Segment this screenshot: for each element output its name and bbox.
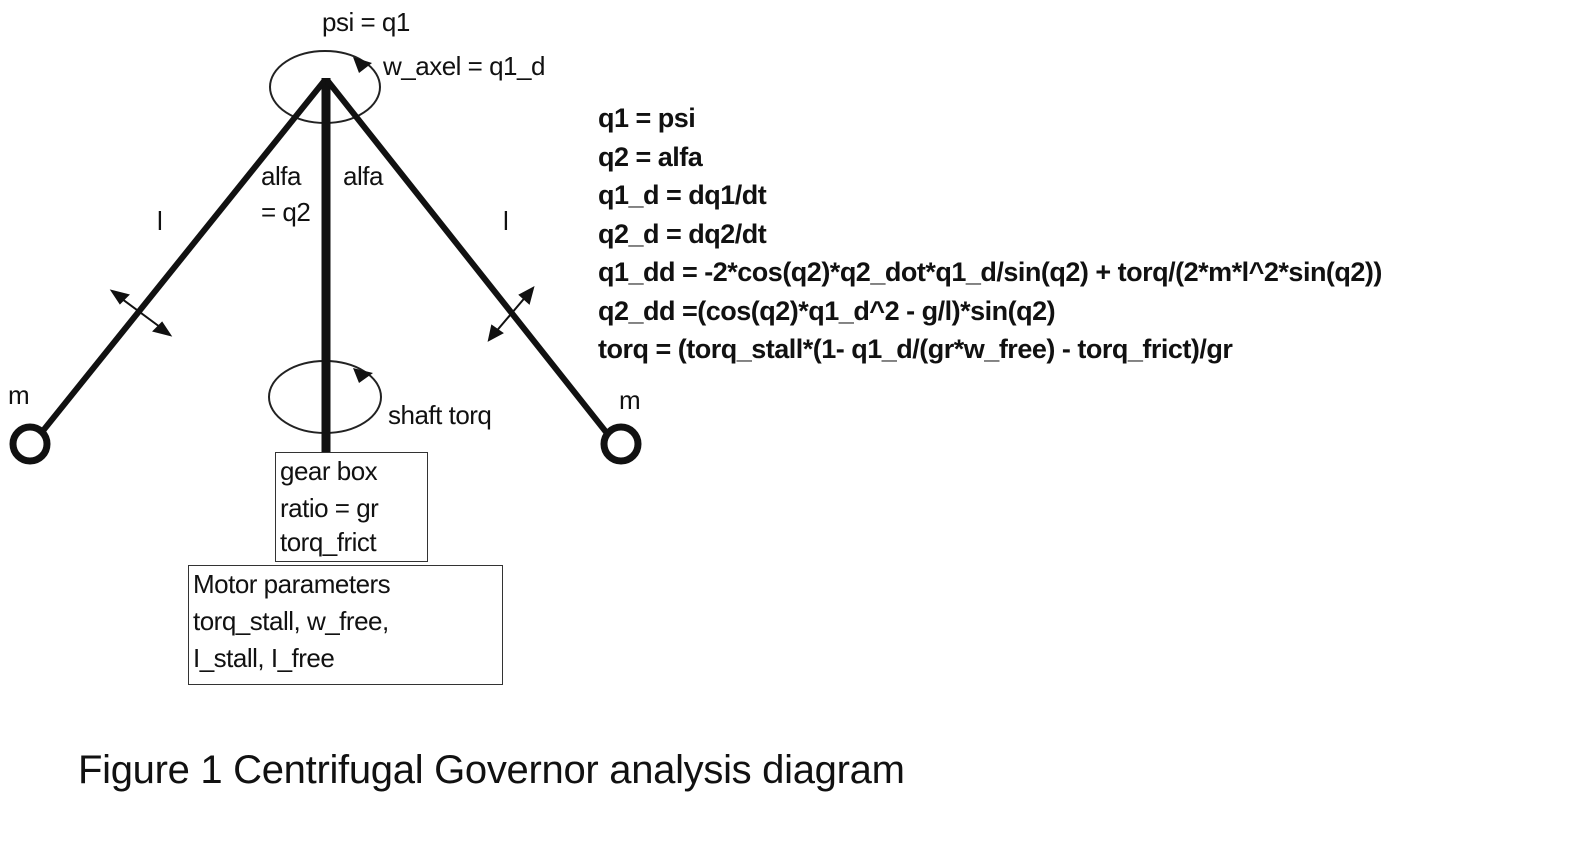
mass-left-label: m	[8, 380, 30, 410]
right-mass	[600, 423, 642, 465]
gearbox-line: gear box	[280, 456, 378, 486]
left-mass	[9, 423, 51, 465]
equation: q1_dd = -2*cos(q2)*q2_dot*q1_d/sin(q2) +…	[598, 257, 1382, 287]
equations-block: q1 = psi q2 = alfa q1_d = dq1/dt q2_d = …	[598, 99, 1382, 369]
gearbox-box: gear box ratio = gr torq_frict	[275, 452, 428, 562]
psi-label: psi = q1	[322, 7, 410, 37]
arm-length-right-label: l	[503, 206, 509, 236]
arm-length-left-label: l	[157, 206, 163, 236]
axle-rotation-arrowhead	[353, 57, 372, 73]
motor-line: I_stall, I_free	[193, 643, 335, 673]
motor-parameters-box: Motor parameters torq_stall, w_free, I_s…	[188, 565, 503, 685]
right-arm	[324, 78, 609, 434]
equation: q1_d = dq1/dt	[598, 180, 767, 210]
alfa-right-label: alfa	[343, 161, 383, 191]
equation: q2 = alfa	[598, 141, 703, 172]
motor-line: Motor parameters	[193, 569, 391, 599]
left-swing-arrow	[109, 289, 173, 337]
equation: q2_dd =(cos(q2)*q1_d^2 - g/l)*sin(q2)	[598, 295, 1056, 326]
figure-caption: Figure 1 Centrifugal Governor analysis d…	[78, 748, 905, 792]
w-axel-label: w_axel = q1_d	[383, 51, 545, 81]
gearbox-line: torq_frict	[280, 527, 377, 557]
equation: q2_d = dq2/dt	[598, 218, 767, 249]
shaft-rotation-arrowhead	[353, 368, 373, 383]
right-swing-arrow	[487, 286, 535, 342]
alfa-left-eq-label: = q2	[261, 197, 311, 227]
motor-line: torq_stall, w_free,	[193, 606, 389, 636]
left-arm	[39, 78, 328, 434]
mass-right-label: m	[619, 385, 641, 415]
gearbox-line: ratio = gr	[280, 493, 379, 523]
shaft-torq-label: shaft torq	[388, 400, 492, 430]
equation: q1 = psi	[598, 103, 696, 133]
alfa-left-label: alfa	[261, 161, 301, 191]
equation: torq = (torq_stall*(1- q1_d/(gr*w_free) …	[598, 334, 1233, 364]
